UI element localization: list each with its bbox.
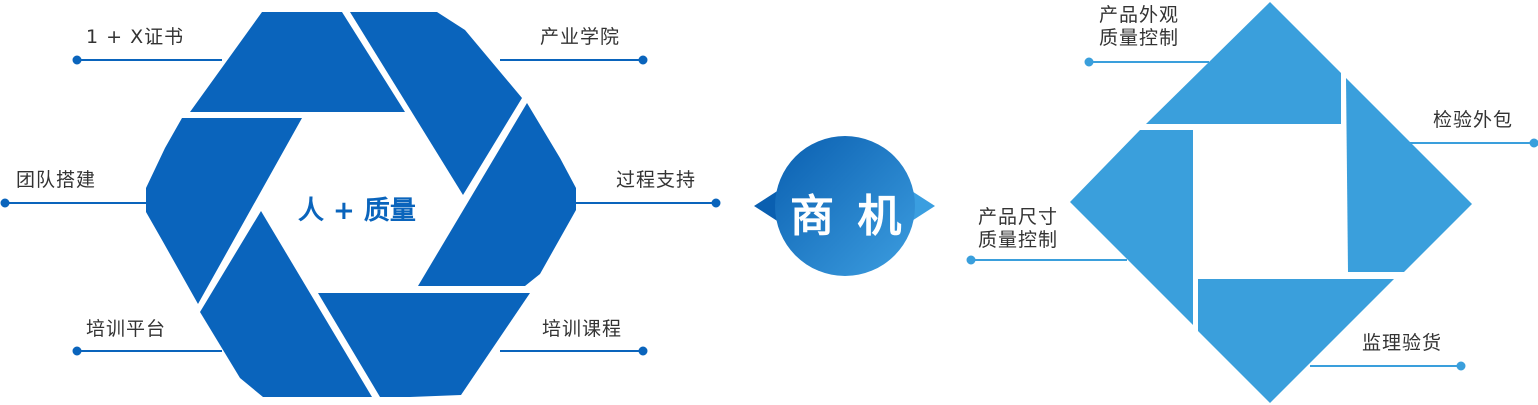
business-opportunity-badge [754, 136, 935, 276]
label-dimension-line2: 质量控制 [978, 229, 1059, 251]
hex-segment-bottom [318, 293, 530, 397]
hex-segment-top [190, 12, 405, 112]
hex-segment-right [418, 103, 576, 286]
label-dimension-line1: 产品尺寸 [978, 206, 1059, 228]
label-appearance-line1: 产品外观 [1099, 4, 1180, 26]
left-center-title: 人 + 质量 [298, 196, 416, 226]
left-leader-lines [0, 55, 721, 356]
label-training-courses: 培训课程 [542, 318, 623, 340]
right-center-title: 产品 + 质量 [1197, 193, 1330, 221]
diamond-shape [1070, 2, 1472, 403]
label-training-platform: 培训平台 [86, 318, 167, 340]
label-supervision-inspection: 监理验货 [1362, 332, 1443, 354]
hex-segment-bottom-left [200, 211, 372, 397]
diamond-segment-top [1146, 2, 1341, 124]
label-inspection-outsourcing: 检验外包 [1433, 109, 1514, 131]
hexagon-shape [146, 12, 576, 397]
hex-segment-left [146, 118, 302, 304]
business-opportunity-label: 商 机 [790, 191, 906, 242]
right-leader-lines [966, 57, 1538, 371]
label-team-building: 团队搭建 [16, 169, 97, 191]
label-process-support: 过程支持 [616, 169, 697, 191]
diamond-segment-right [1346, 78, 1472, 272]
label-appearance-line2: 质量控制 [1099, 27, 1180, 49]
label-dimension-quality: 产品尺寸 质量控制 [978, 206, 1058, 252]
label-certificate: 1 + X证书 [86, 26, 185, 48]
diamond-segment-bottom [1198, 279, 1394, 403]
label-appearance-quality: 产品外观 质量控制 [1099, 4, 1179, 50]
diamond-segment-left [1070, 130, 1193, 325]
hex-segment-top-right [350, 12, 522, 195]
label-industry-college: 产业学院 [540, 26, 621, 48]
